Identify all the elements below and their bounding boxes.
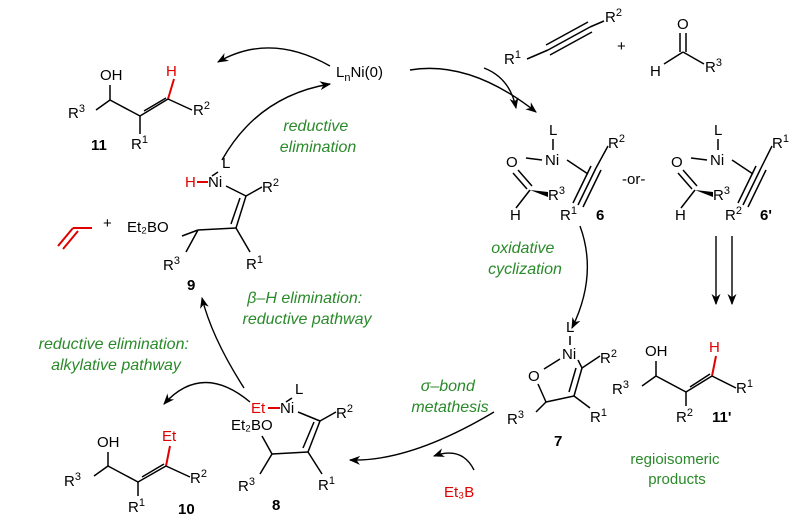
svg-text:R3: R3 [713, 185, 730, 204]
arrow-reductive-elimination-top [217, 47, 331, 67]
svg-text:H: H [166, 63, 177, 80]
compound-7: L Ni O R2 R1 R3 7 [507, 319, 617, 450]
svg-text:R2: R2 [608, 133, 625, 152]
svg-text:R2: R2 [676, 407, 693, 426]
svg-text:R3: R3 [238, 476, 255, 495]
svg-text:R3: R3 [68, 103, 85, 122]
svg-text:H: H [675, 207, 686, 224]
arrow-beta-h-elimination [200, 296, 245, 389]
svg-text:6': 6' [760, 207, 772, 224]
svg-text:OH: OH [97, 434, 120, 451]
alkyne-reagent: R1 R2 [504, 7, 622, 68]
svg-text:OH: OH [100, 67, 123, 84]
svg-text:10: 10 [178, 501, 195, 518]
svg-text:R2: R2 [262, 177, 279, 196]
svg-text:7: 7 [554, 433, 562, 450]
svg-text:L: L [222, 155, 230, 172]
svg-text:R1: R1 [772, 133, 789, 152]
svg-text:L: L [566, 319, 574, 336]
arrow-cycle-left-up [221, 81, 332, 161]
label-regioisomeric-products: regioisomeric products [630, 451, 723, 488]
compound-8: Et Ni L R2 R1 Et₂BO R3 8 [231, 381, 353, 514]
svg-text:R2: R2 [605, 7, 622, 26]
svg-text:R3: R3 [612, 379, 629, 398]
arrow-oxidative-cyclization [571, 225, 588, 330]
compound-6-prime: L Ni O H R3 R1 R2 6' [671, 122, 789, 224]
svg-text:H: H [650, 63, 661, 80]
svg-text:H: H [709, 339, 720, 356]
svg-text:R1: R1 [246, 254, 263, 273]
et3b-reagent: Et₃B [444, 484, 474, 501]
svg-text:Et₂BO: Et₂BO [127, 219, 169, 236]
svg-text:R3: R3 [163, 255, 180, 274]
label-reductive-elimination: reductive elimination [280, 118, 357, 156]
label-beta-h-elimination: β–H elimination: reductive pathway [243, 290, 373, 328]
svg-text:R3: R3 [507, 409, 524, 428]
svg-text:R1: R1 [128, 497, 145, 516]
label-oxidative-cyclization: oxidative cyclization [488, 240, 562, 278]
svg-text:H: H [510, 207, 521, 224]
svg-text:O: O [671, 154, 683, 171]
svg-text:R2: R2 [190, 468, 207, 487]
plus-sign: + [617, 38, 626, 55]
svg-text:Et: Et [162, 428, 177, 445]
aldehyde-reagent: O H R3 [650, 16, 722, 80]
svg-text:O: O [506, 154, 518, 171]
svg-text:R2: R2 [336, 403, 353, 422]
svg-text:Ni: Ni [280, 400, 294, 417]
compound-9: + H Ni L R2 R1 Et₂BO R3 9 [57, 155, 279, 294]
svg-text:Et: Et [251, 400, 266, 417]
label-sigma-bond-metathesis: σ–bond metathesis [411, 378, 488, 416]
svg-text:R2: R2 [600, 348, 617, 367]
svg-text:6: 6 [596, 207, 604, 224]
svg-text:+: + [103, 215, 112, 232]
arrow-et3b-entry [432, 448, 475, 471]
arrow-reagent-entry [409, 67, 537, 113]
label-alkylative-pathway: reductive elimination: alkylative pathwa… [39, 336, 194, 374]
compound-6: L Ni O H R3 R2 R1 6 [506, 122, 625, 224]
svg-text:11': 11' [712, 409, 731, 426]
svg-text:Ni: Ni [710, 152, 724, 169]
svg-text:R3: R3 [548, 185, 565, 204]
svg-text:8: 8 [272, 497, 280, 514]
svg-text:L: L [714, 122, 722, 139]
arrow-reagent-branch [483, 67, 519, 110]
svg-text:9: 9 [187, 277, 195, 294]
svg-text:R2: R2 [193, 100, 210, 119]
svg-text:L: L [549, 122, 557, 139]
compound-11: OH R3 H R2 R1 11 [68, 63, 210, 154]
svg-text:O: O [677, 16, 689, 33]
compound-10: OH R3 Et R2 R1 10 [64, 428, 207, 518]
svg-text:Et₂BO: Et₂BO [231, 417, 273, 434]
svg-text:L: L [295, 381, 303, 398]
svg-text:H: H [185, 174, 196, 191]
svg-text:R1: R1 [131, 134, 148, 153]
svg-text:11: 11 [91, 137, 107, 154]
arrow-sigma-bond-metathesis [348, 411, 495, 465]
svg-text:R3: R3 [64, 471, 81, 490]
svg-text:O: O [528, 368, 540, 385]
svg-text:OH: OH [645, 343, 668, 360]
svg-text:Ni: Ni [562, 346, 576, 363]
compound-11-prime: OH R3 H R1 R2 11' [612, 339, 753, 426]
svg-text:LnNi(0): LnNi(0) [336, 64, 383, 84]
svg-text:R3: R3 [705, 57, 722, 76]
svg-text:R1: R1 [560, 205, 577, 224]
or-label: -or- [622, 171, 645, 188]
svg-text:R1: R1 [318, 475, 335, 494]
catalyst-lnni0: LnNi(0) [336, 64, 383, 84]
svg-text:R1: R1 [590, 407, 607, 426]
svg-text:Ni: Ni [545, 152, 559, 169]
svg-text:R2: R2 [725, 205, 742, 224]
svg-text:R1: R1 [736, 378, 753, 397]
svg-text:Ni: Ni [208, 174, 222, 191]
svg-text:R1: R1 [504, 49, 521, 68]
arrow-alkylative-pathway [163, 381, 251, 405]
